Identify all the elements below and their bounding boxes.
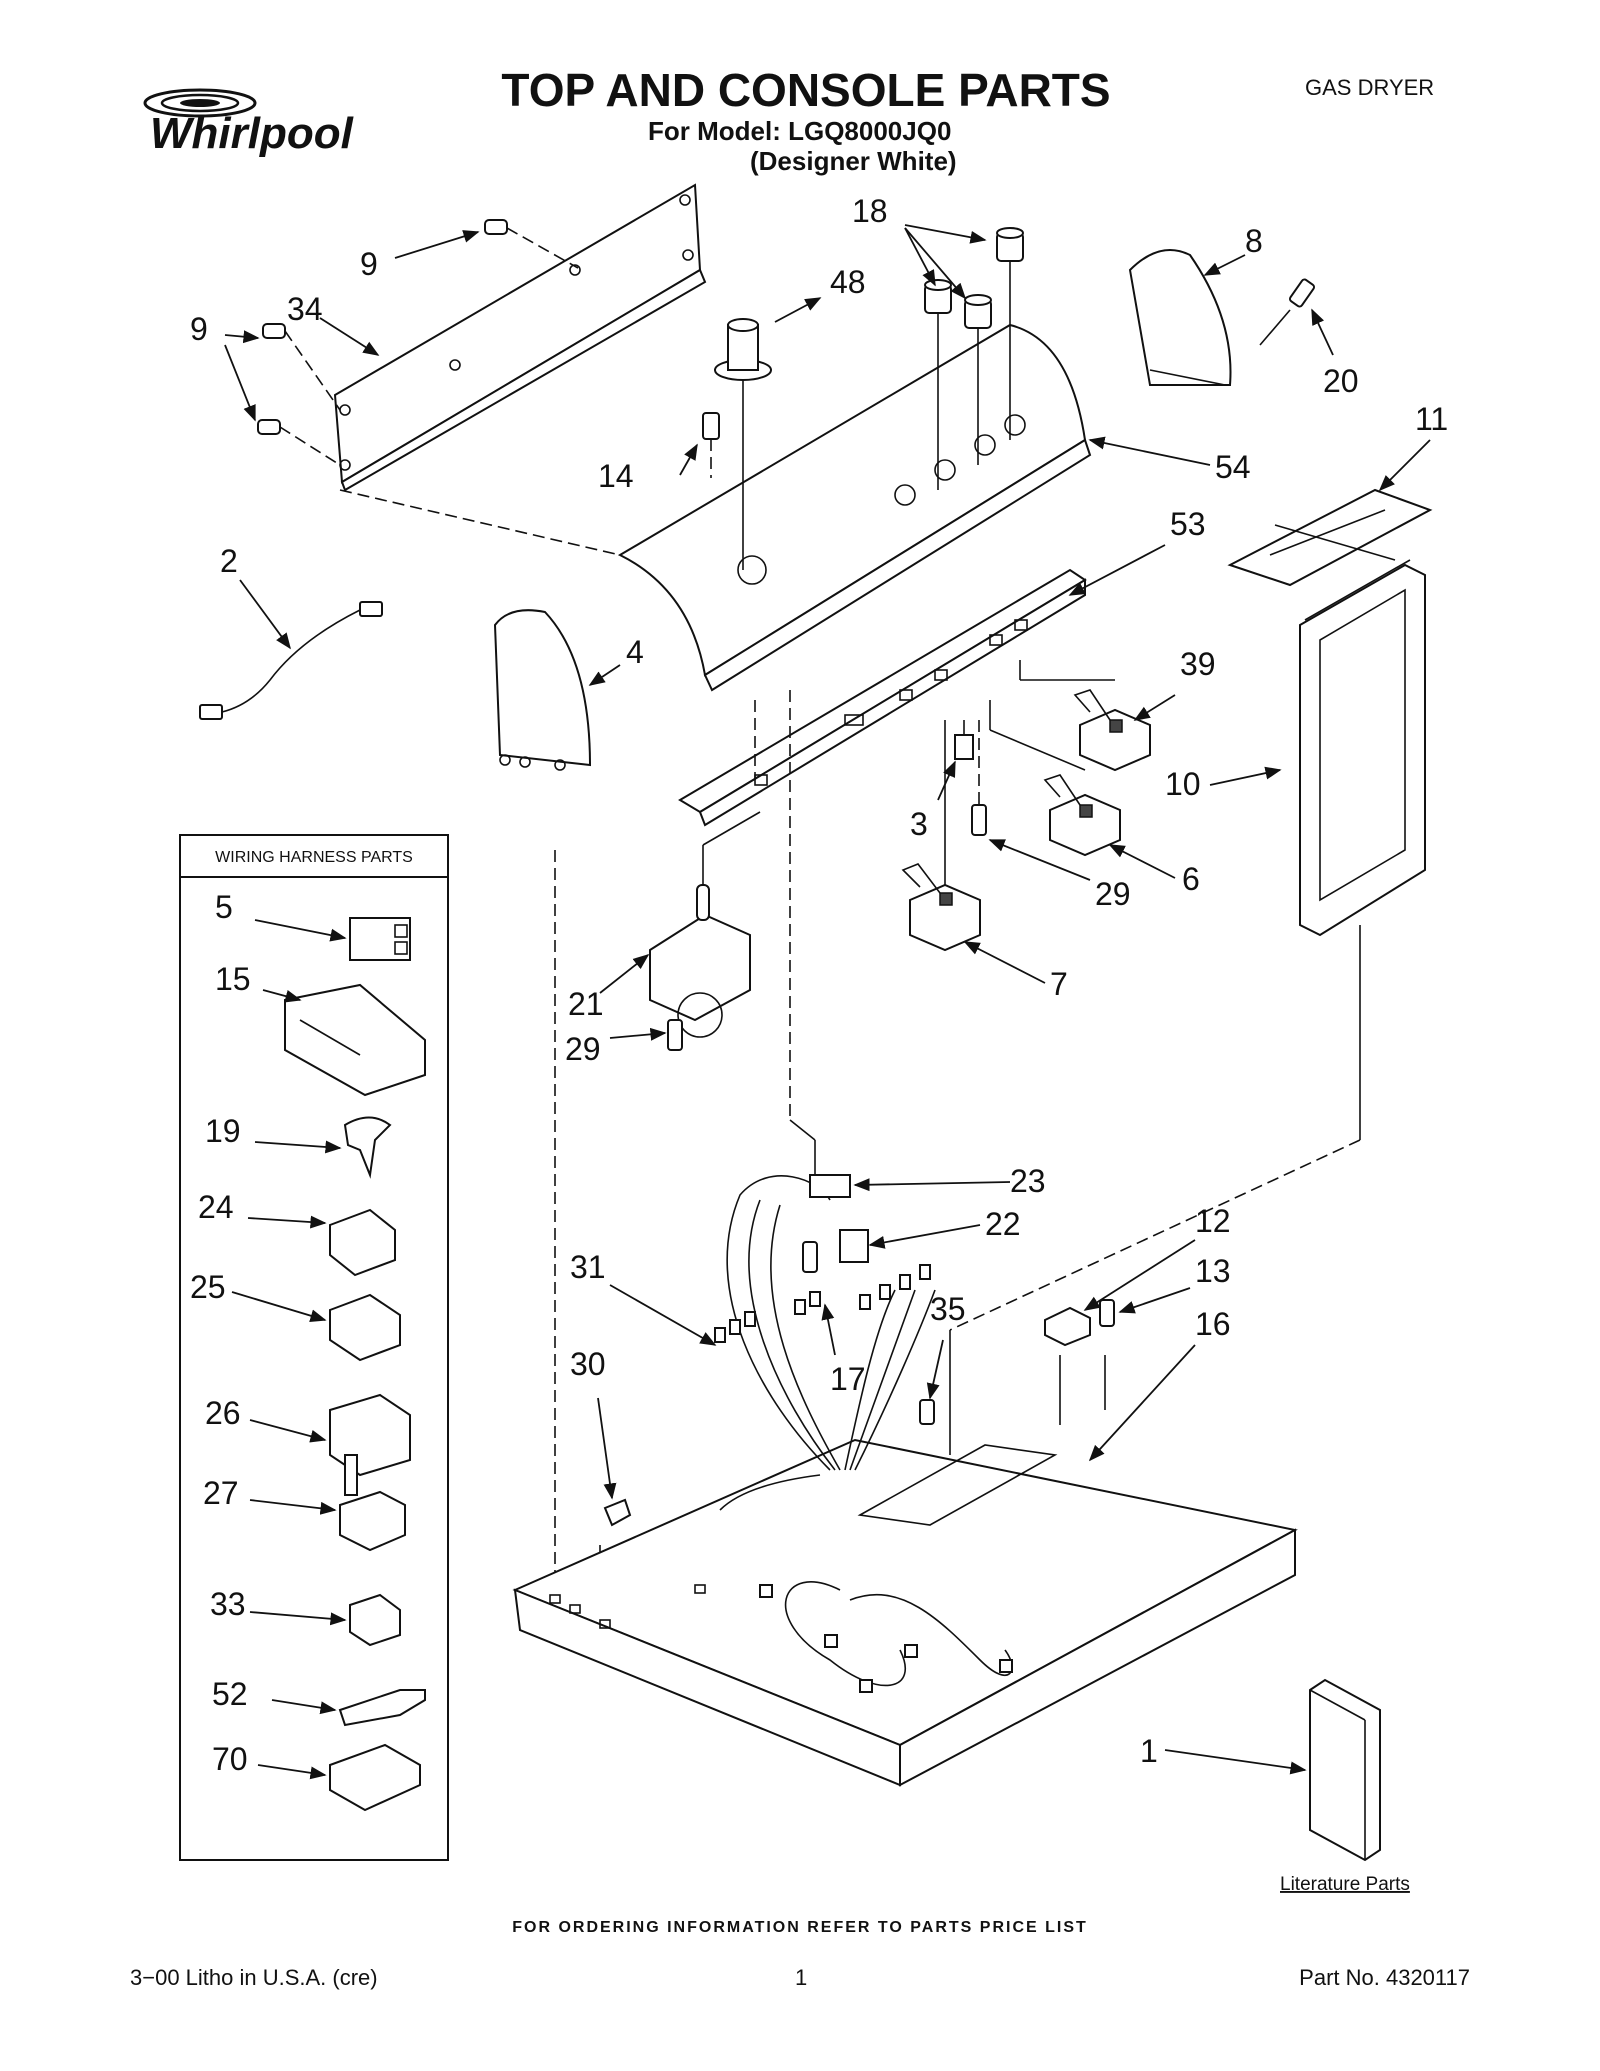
screw-part-29-right <box>971 720 987 836</box>
connector-part-15 <box>284 983 426 1097</box>
callout-leaders <box>224 224 1431 1780</box>
selector-knob-part-48 <box>714 318 772 570</box>
callout-5: 5 <box>215 889 233 925</box>
callout-numbers: 9 9 34 48 18 8 20 11 54 53 14 2 4 39 10 … <box>190 193 1448 1777</box>
callout-33: 33 <box>210 1586 246 1622</box>
page-title: TOP AND CONSOLE PARTS <box>501 64 1110 116</box>
callout-30: 30 <box>570 1346 606 1382</box>
callout-4: 4 <box>626 634 644 670</box>
lint-housing-part-10 <box>1299 559 1426 937</box>
screw-part-13 <box>1099 1299 1115 1327</box>
ordering-note: FOR ORDERING INFORMATION REFER TO PARTS … <box>512 1919 1088 1936</box>
callout-39: 39 <box>1180 646 1216 682</box>
knob-part-18 <box>924 227 1024 490</box>
product-type: GAS DRYER <box>1305 75 1434 100</box>
callout-10: 10 <box>1165 766 1201 802</box>
screw-part-29-left <box>667 1019 683 1051</box>
litho-note: 3−00 Litho in U.S.A. (cre) <box>130 1965 378 1990</box>
screw-part-35 <box>919 1399 935 1425</box>
wiring-harness-parts-box: WIRING HARNESS PARTS <box>179 834 449 1861</box>
callout-21: 21 <box>568 986 604 1022</box>
literature-parts-link[interactable]: Literature Parts <box>1280 1874 1410 1895</box>
callout-7: 7 <box>1050 966 1068 1002</box>
literature-part-1 <box>1309 1678 1381 1862</box>
console-panel-part-54 <box>617 323 1092 692</box>
callout-9-top: 9 <box>360 246 378 282</box>
screw-part-20 <box>1259 278 1316 346</box>
rear-bracket-part-34 <box>333 183 707 492</box>
connector-part-25 <box>329 1293 401 1362</box>
callout-6: 6 <box>1182 861 1200 897</box>
assembly-lines <box>339 489 1361 1640</box>
callout-24: 24 <box>198 1189 234 1225</box>
callout-1: 1 <box>1140 1733 1158 1769</box>
connector-part-33 <box>349 1593 401 1647</box>
grommet-part-30 <box>603 1498 632 1527</box>
clip-part-12 <box>1044 1306 1091 1347</box>
callout-13: 13 <box>1195 1253 1231 1289</box>
callout-34: 34 <box>287 291 323 327</box>
callout-26: 26 <box>205 1395 241 1431</box>
connector-part-5 <box>349 917 411 961</box>
callout-52: 52 <box>212 1676 248 1712</box>
callout-53: 53 <box>1170 506 1206 542</box>
callout-17: 17 <box>830 1361 866 1397</box>
connector-part-70 <box>329 1743 421 1812</box>
color-line: (Designer White) <box>750 146 957 176</box>
screw-part-14 <box>702 412 720 478</box>
callout-3: 3 <box>910 806 928 842</box>
page-number: 1 <box>795 1965 807 1990</box>
lint-screen-part-11 <box>1227 488 1433 587</box>
screw-part-9 <box>257 219 579 466</box>
part-number: Part No. 4320117 <box>1299 1965 1470 1990</box>
callout-22: 22 <box>985 1206 1021 1242</box>
callout-70: 70 <box>212 1741 248 1777</box>
callout-31: 31 <box>570 1249 606 1285</box>
callout-19: 19 <box>205 1113 241 1149</box>
connector-part-24 <box>329 1208 396 1277</box>
wiring-box-title: WIRING HARNESS PARTS <box>215 849 413 866</box>
callout-15: 15 <box>215 961 251 997</box>
brand-wordmark: Whirlpool <box>150 109 354 158</box>
callout-27: 27 <box>203 1475 239 1511</box>
top-panel-part-16 <box>512 1438 1298 1787</box>
switch-part-3 <box>954 720 974 760</box>
wire-part-2 <box>199 601 383 720</box>
callout-48: 48 <box>830 264 866 300</box>
switch-part-7 <box>901 720 981 952</box>
callout-35: 35 <box>930 1291 966 1327</box>
callout-14: 14 <box>598 458 634 494</box>
switch-part-6 <box>989 700 1121 857</box>
end-cap-part-4 <box>493 609 592 771</box>
connector-part-26 <box>329 1393 411 1496</box>
clip-part-19 <box>343 1116 392 1179</box>
terminal-part-52 <box>338 1689 426 1727</box>
callout-9-left: 9 <box>190 311 208 347</box>
callout-8: 8 <box>1245 223 1263 259</box>
callout-29-left: 29 <box>565 1031 601 1067</box>
callout-20: 20 <box>1323 363 1359 399</box>
wiring-harness <box>714 1174 1013 1693</box>
callout-11: 11 <box>1415 401 1448 437</box>
connector-part-27 <box>339 1490 406 1552</box>
end-cap-part-8 <box>1128 249 1232 386</box>
callout-16: 16 <box>1195 1306 1231 1342</box>
callout-29-right: 29 <box>1095 876 1131 912</box>
timer-part-21 <box>649 811 761 1038</box>
callout-18: 18 <box>852 193 888 229</box>
switch-part-39 <box>1019 660 1151 772</box>
callout-54: 54 <box>1215 449 1251 485</box>
callout-2: 2 <box>220 543 238 579</box>
whirlpool-logo: Whirlpool <box>143 88 354 158</box>
callout-25: 25 <box>190 1269 226 1305</box>
model-line: For Model: LGQ8000JQ0 <box>648 116 951 146</box>
callout-12: 12 <box>1195 1203 1231 1239</box>
callout-23: 23 <box>1010 1163 1046 1199</box>
